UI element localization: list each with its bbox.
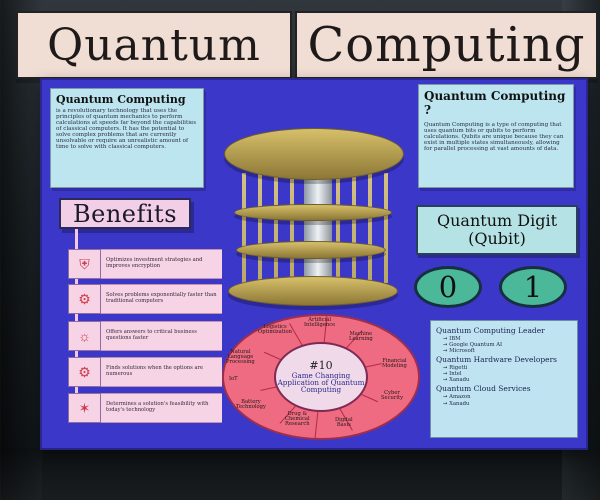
bottom-shadow [0,448,600,500]
wire [384,173,388,283]
benefit-row: ⚙ Finds solutions when the options are n… [68,357,222,387]
benefit-row: ⚙ Solves problems exponentially faster t… [68,284,222,314]
segment-label: Machine Learning [349,331,373,343]
segment-label: Logistics Optimization [258,324,292,336]
benefit-text: Finds solutions when the options are num… [101,357,222,387]
wire [274,173,278,283]
qubit-header: Quantum Digit (Qubit) [416,205,578,255]
applications-title: Game Changing Application of Quantum Com… [277,370,365,395]
benefit-text: Offers answers to critical business ques… [101,321,222,351]
hardware-item: Rigetti [443,365,572,371]
definition-title: Quantum Computing [56,93,186,106]
segment-label: Drug & Chemical Research [285,411,310,428]
gold-disc-middle [236,241,386,259]
title-card-right: Computing [295,11,598,79]
qubit-one: 1 [523,270,543,304]
qubit-one-circle: 1 [499,266,567,308]
benefit-text: Solves problems exponentially faster tha… [101,284,222,314]
gold-disc-bottom [228,276,398,306]
gold-disc-middle [234,204,392,221]
leaders-title: Quantum Computing Leader [436,326,545,335]
title-left-text: Quantum [47,19,261,71]
gold-disc-top [224,128,404,180]
qubit-header-line1: Quantum Digit [437,210,557,230]
leader-item: IBM [443,336,572,342]
definition-card: Quantum Computing is a revolutionary tec… [50,88,204,188]
brain-icon: ☼ [68,321,101,351]
qubit-zero-circle: 0 [414,266,482,308]
industry-panel: Quantum Computing Leader IBM Google Quan… [430,320,578,438]
definition-body: is a revolutionary technology that uses … [56,108,197,151]
question-body: Quantum Computing is a type of computing… [424,122,564,153]
leader-item: Google Quantum AI [443,342,572,348]
segment-label: IoT [229,376,238,382]
cloud-title: Quantum Cloud Services [436,384,531,394]
segment-label: Cyber Security [381,390,404,402]
segment-label: Natural Language Processing [226,349,255,366]
shield-icon: ⛨ [68,249,101,279]
hardware-item: Xanadu [443,377,572,383]
title-card-left: Quantum [16,11,292,79]
gear-icon: ⚙ [68,284,101,314]
wire [368,173,372,283]
wire [352,173,356,283]
segment-label: Artificial Intelligence [304,317,336,329]
benefit-row: ✶ Determines a solution's feasibility wi… [68,393,222,423]
applications-wheel: Logistics Optimization Artificial Intell… [222,314,420,440]
qubit-header-line2: (Qubit) [468,229,526,248]
leader-item: Microsoft [443,348,572,354]
quantum-chandelier-model [224,128,404,308]
qubit-zero: 0 [438,270,458,304]
segment-label: Battery Technology [236,399,266,411]
wire [258,173,262,283]
hardware-item: Intel [443,371,572,377]
benefit-text: Optimizes investment strategies and impr… [101,249,222,279]
segment-label: Financial Modeling [382,358,407,370]
gears-icon: ⚙ [68,357,101,387]
hardware-title: Quantum Hardware Developers [436,355,558,365]
applications-number: #10 [309,359,333,373]
benefit-row: ⛨ Optimizes investment strategies and im… [68,249,222,279]
window-left-edge [0,0,42,500]
title-right-text: Computing [307,17,586,73]
wire [336,173,340,283]
question-card: Quantum Computing ? Quantum Computing is… [418,84,574,188]
silver-core [304,176,332,286]
question-title: Quantum Computing ? [424,89,566,117]
dna-icon: ✶ [68,393,101,423]
benefits-header: Benefits [59,198,191,229]
segment-label: Digital Basis [335,417,353,429]
cloud-item: Amazon [443,394,572,400]
benefit-row: ☼ Offers answers to critical business qu… [68,321,222,351]
wheel-center: #10 Game Changing Application of Quantum… [274,342,368,412]
wire [242,173,246,283]
wire [290,173,294,283]
cloud-item: Xanadu [443,401,572,407]
benefit-text: Determines a solution's feasibility with… [101,393,222,423]
